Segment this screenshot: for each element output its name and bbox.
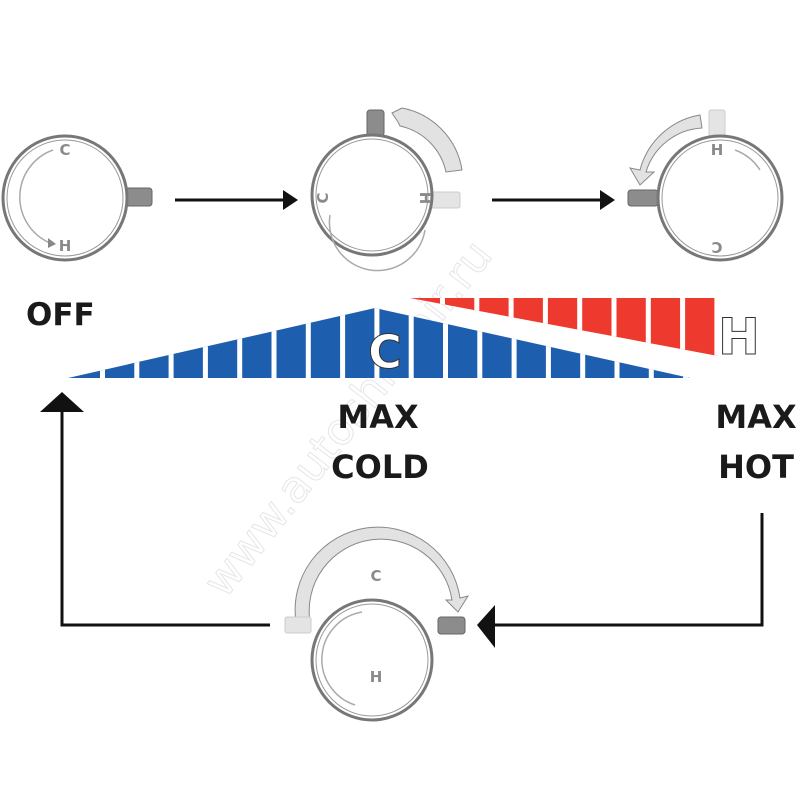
knob-max-cold-icon: C H	[310, 107, 463, 272]
flow-arrow-icon	[492, 190, 615, 210]
knob-max-hot-icon: H C	[627, 109, 784, 262]
flow-arrow-icon	[175, 190, 298, 210]
knob-hot-letter: H	[416, 192, 434, 205]
knob-hot-letter: H	[59, 237, 72, 255]
off-label: OFF	[26, 297, 95, 333]
scale-segment-gap	[680, 298, 686, 356]
max-cold-label: MAX	[337, 398, 419, 436]
return-arrow-right-icon	[477, 513, 764, 648]
scale-segment-gap	[374, 308, 380, 378]
scale-segment-gap	[168, 308, 174, 378]
scale-segment-gap	[580, 308, 586, 378]
scale-segment-gap	[134, 308, 140, 378]
scale-segment-gap	[443, 308, 448, 378]
knob-off-icon: C H	[1, 134, 153, 262]
knob-hot-letter: H	[370, 668, 383, 686]
scale-segment-gap	[340, 308, 346, 378]
rotation-arrow-icon	[391, 107, 463, 173]
scale-segment-gap	[611, 298, 617, 356]
knob-cold-letter: C	[711, 238, 722, 256]
scale-segment-gap	[202, 308, 208, 378]
knob-return-icon: C H	[284, 526, 470, 722]
scale-hot-letter: H	[718, 308, 760, 366]
return-arrow-left-icon	[40, 392, 270, 627]
knob-cold-letter: C	[370, 567, 381, 585]
scale-segment-gap	[237, 308, 243, 378]
max-cold-label-2: COLD	[331, 448, 429, 486]
scale-segment-gap	[545, 308, 551, 378]
rotation-arrow-icon	[629, 114, 703, 186]
scale-cold-letter: C	[368, 325, 402, 379]
scale-segment-gap	[645, 298, 651, 356]
scale-segment-gap	[577, 298, 583, 356]
scale-segment-gap	[714, 298, 718, 356]
knob-hot-letter: H	[711, 141, 724, 159]
scale-segment-gap	[511, 308, 517, 378]
scale-segment-gap	[477, 308, 483, 378]
rotation-arrow-icon	[294, 526, 470, 623]
max-hot-label-2: HOT	[718, 448, 794, 486]
scale-segment-gap	[305, 308, 311, 378]
knob-cold-letter: C	[314, 192, 332, 203]
scale-segment-gap	[408, 308, 414, 378]
max-hot-label: MAX	[715, 398, 797, 436]
scale-segment-gap	[271, 308, 277, 378]
knob-cold-letter: C	[59, 141, 70, 159]
scale-segment-gap	[100, 308, 105, 378]
